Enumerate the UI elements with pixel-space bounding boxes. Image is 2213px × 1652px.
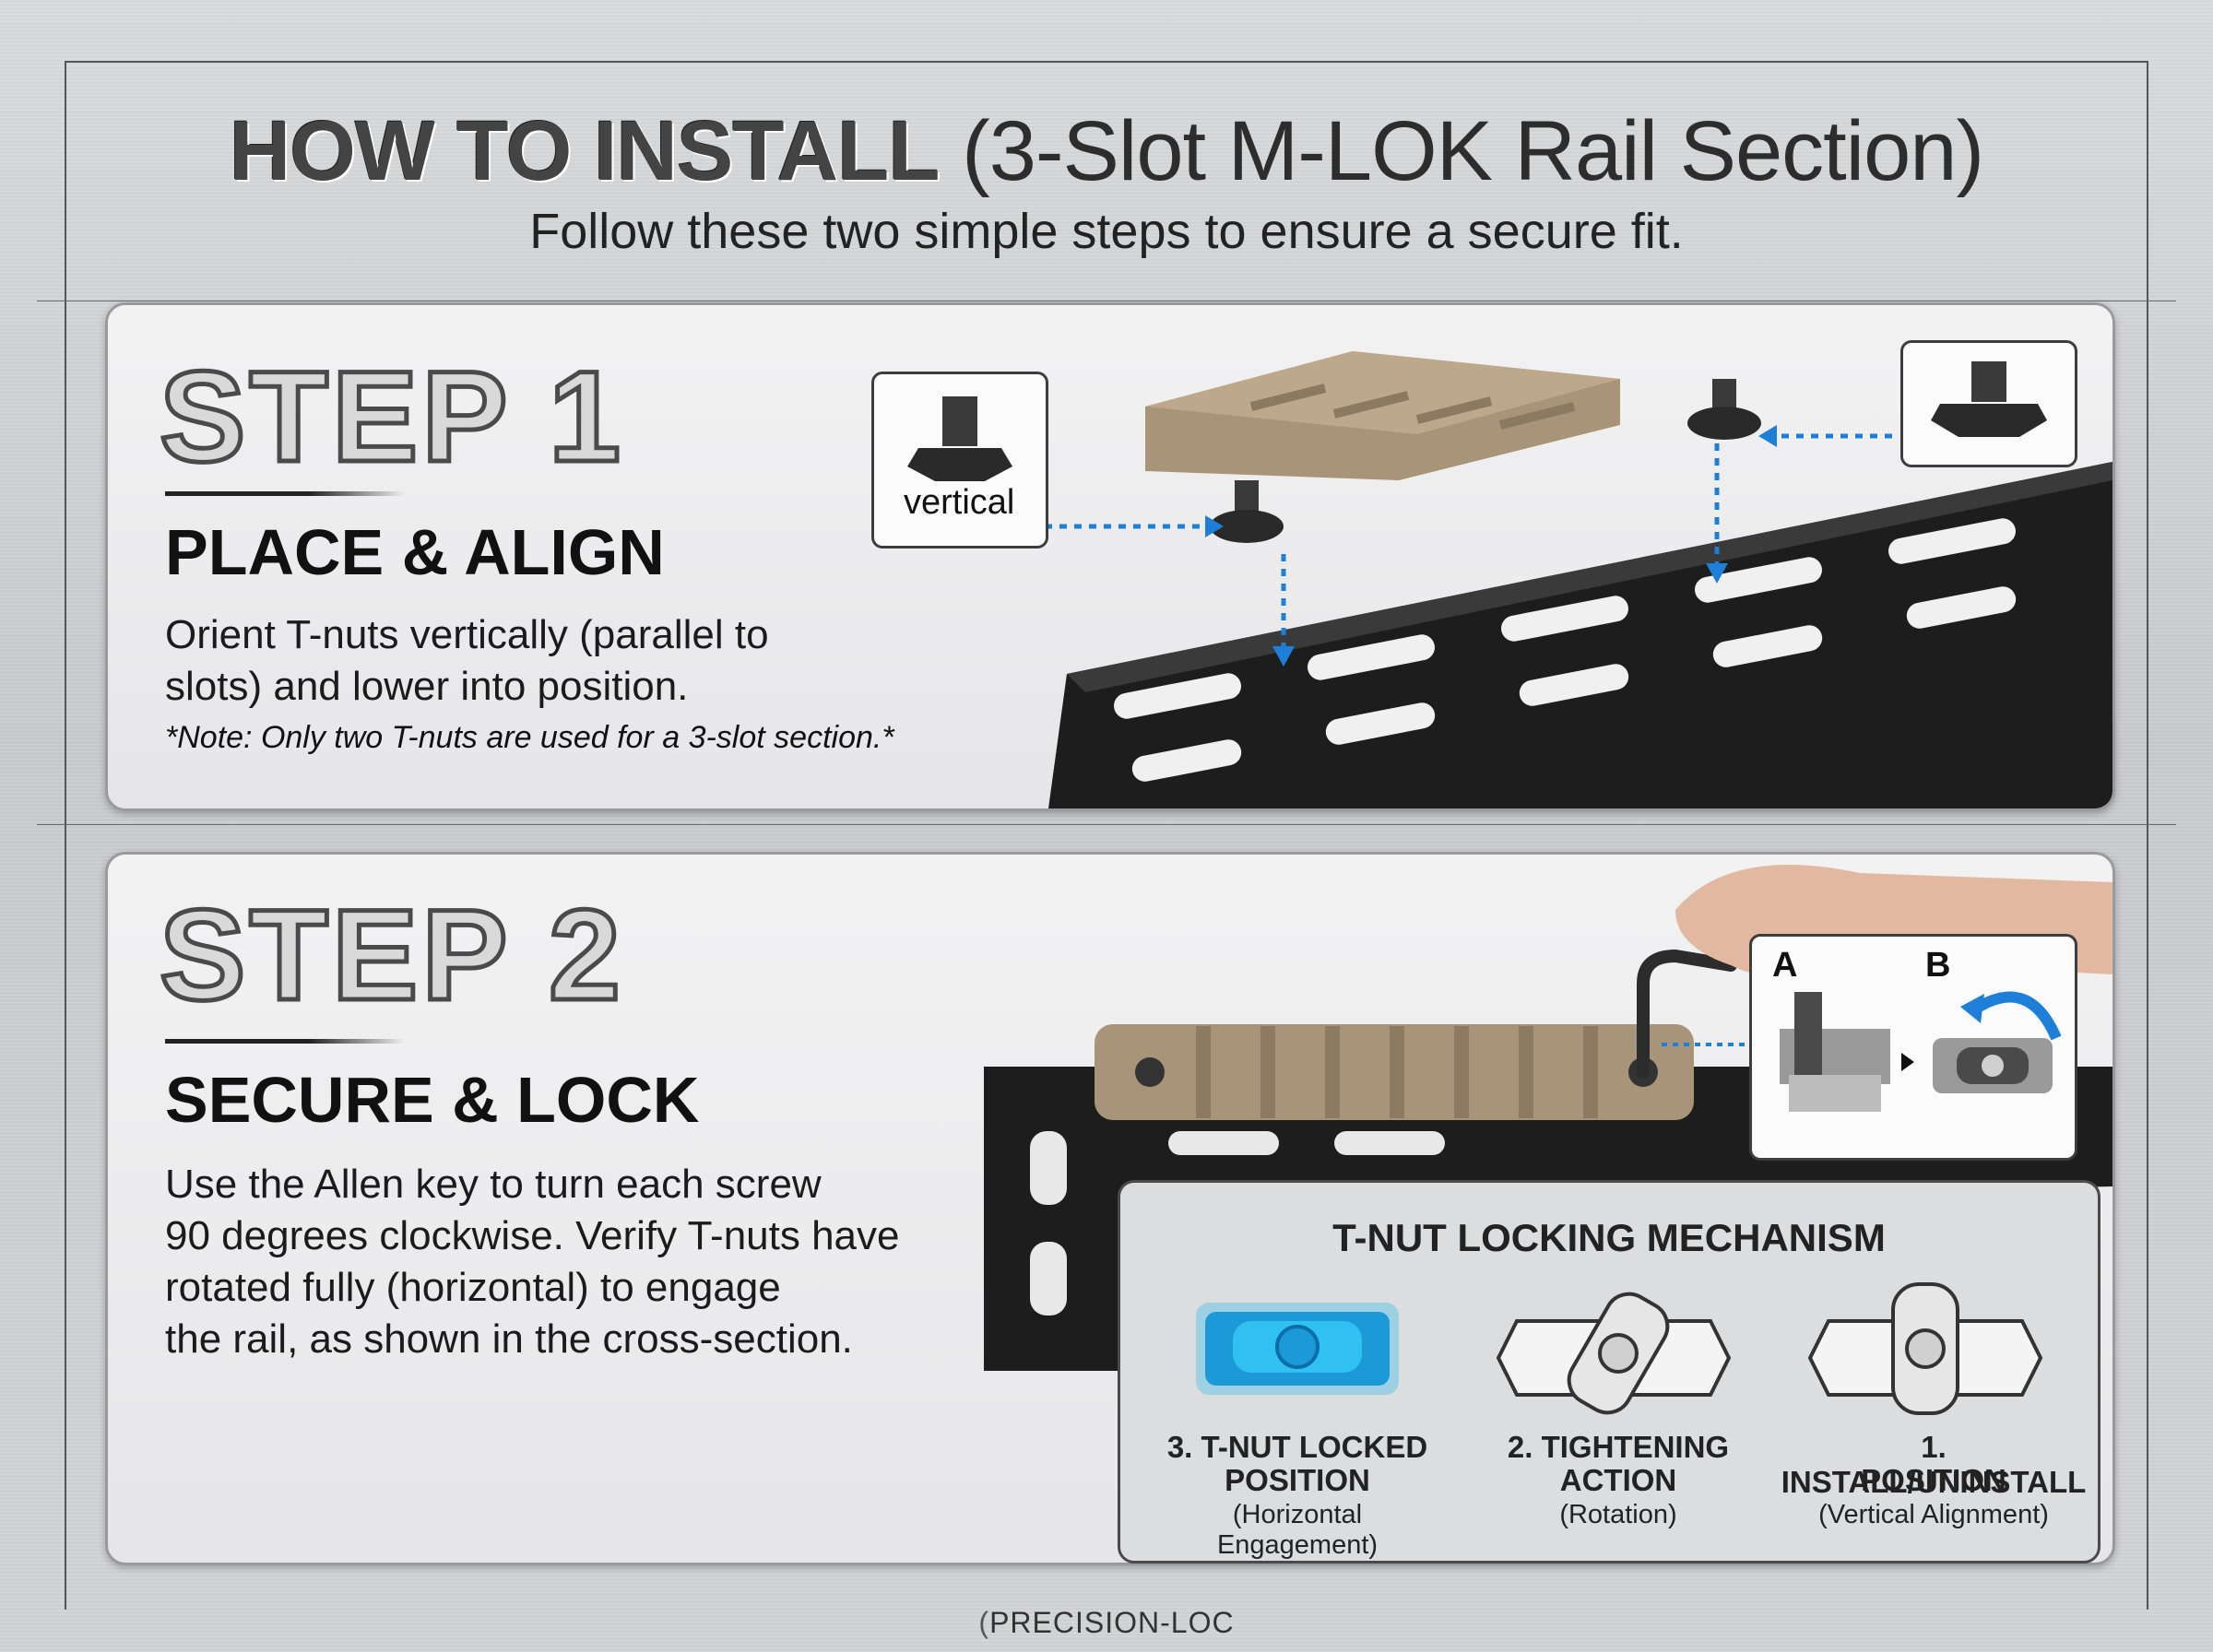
step1-note: *Note: Only two T-nuts are used for a 3-… xyxy=(165,720,894,755)
mlok-slot xyxy=(1030,1242,1067,1316)
inset-label-a: A xyxy=(1772,946,1798,985)
locked-position-diagram xyxy=(1196,1303,1399,1395)
screw-head xyxy=(1135,1057,1165,1087)
horizontal-tnut-callout xyxy=(1900,340,2077,467)
arrowhead xyxy=(1272,646,1295,667)
mlok-slot xyxy=(1308,634,1435,680)
step2-body-line4: the rail, as shown in the cross-section. xyxy=(165,1316,853,1362)
mlok-slot xyxy=(1695,557,1822,603)
tnut-icon xyxy=(1687,379,1761,440)
tnut-icon xyxy=(1210,480,1284,543)
install-label-line1: 1. INSTALL/UNINSTALL xyxy=(1781,1430,2087,1499)
tightening-label-line2: ACTION xyxy=(1559,1463,1677,1497)
frame-line xyxy=(2147,61,2148,1610)
brand-name: PRECISION-LOC xyxy=(989,1606,1235,1639)
handguard-top-edge xyxy=(1067,462,2112,692)
arrowhead xyxy=(1706,563,1728,584)
mlok-slot xyxy=(1888,518,2016,564)
mlok-slot xyxy=(1519,664,1629,706)
step1-rail-illustration xyxy=(1045,351,2112,808)
page-subtitle: Follow these two simple steps to ensure … xyxy=(529,204,1684,259)
install-label-line2: POSITION xyxy=(1861,1463,2006,1497)
tnut-horizontal-icon xyxy=(1933,1038,2053,1093)
tan-rail-section xyxy=(1145,351,1620,480)
arrowhead xyxy=(1758,425,1777,447)
tnut-vertical-icon xyxy=(1780,992,1890,1112)
frame-line xyxy=(65,61,2148,63)
mlok-slot xyxy=(1114,673,1241,719)
frame-line xyxy=(37,824,2176,825)
tightening-sub: (Rotation) xyxy=(1559,1500,1677,1529)
locked-sub: (Horizontal Engagement) xyxy=(1216,1500,1379,1560)
rotation-inset: A B xyxy=(1749,934,2077,1161)
step2-heading: SECURE & LOCK xyxy=(165,1064,700,1136)
brand-footer: (PRECISION-LOC xyxy=(0,1606,2213,1640)
arrowhead xyxy=(1960,994,1984,1023)
mlok-slots xyxy=(1114,518,2017,782)
title-bold: HOW TO INSTALL xyxy=(229,104,941,198)
vertical-label: vertical xyxy=(904,483,1015,522)
tightening-diagram xyxy=(1496,1292,1732,1415)
arrowhead xyxy=(1205,515,1224,537)
frame-line xyxy=(65,61,66,1610)
mlok-slot xyxy=(1334,1131,1445,1155)
tnut-mechanism-box: T-NUT LOCKING MECHANISM 3. T-NUT LOCKED … xyxy=(1118,1180,2101,1564)
tan-rail-section xyxy=(1095,1024,1694,1120)
step1-body-line2: slots) and lower into position. xyxy=(165,664,689,709)
mlok-slot xyxy=(1168,1131,1279,1155)
page-title: HOW TO INSTALL (3-Slot M-LOK Rail Sectio… xyxy=(0,103,2213,200)
title-rest: (3-Slot M-LOK Rail Section) xyxy=(962,104,1984,198)
mlok-slot xyxy=(1030,1131,1067,1205)
install-sub: (Vertical Alignment) xyxy=(1818,1500,2049,1529)
rotation-diagram xyxy=(1780,991,2062,1112)
mlok-slot xyxy=(1325,702,1436,745)
tnut-vertical-icon xyxy=(907,396,1012,481)
mlok-slot xyxy=(1906,586,2017,629)
mlok-slot xyxy=(1131,739,1242,782)
step2-divider xyxy=(165,1039,405,1044)
step2-word: STEP 2 xyxy=(158,880,624,1030)
inset-label-b: B xyxy=(1925,946,1951,985)
vertical-tnut-callout: vertical xyxy=(871,372,1048,549)
step1-body-line1: Orient T-nuts vertically (parallel to xyxy=(165,612,769,657)
brand-logo-icon: ( xyxy=(978,1606,990,1639)
mlok-slot xyxy=(1712,625,1823,667)
step2-body-line2: 90 degrees clockwise. Verify T-nuts have xyxy=(165,1213,900,1258)
step1-panel: STEP 1 PLACE & ALIGN Orient T-nuts verti… xyxy=(105,302,2115,811)
triangle-icon xyxy=(1901,1053,1914,1071)
mechanism-title: T-NUT LOCKING MECHANISM xyxy=(1332,1216,1886,1259)
step1-divider xyxy=(165,491,405,496)
install-position-diagram xyxy=(1807,1282,2043,1415)
rotate-arrow-icon xyxy=(1970,991,2062,1041)
allen-key-icon xyxy=(1637,949,1737,1079)
mechanism-diagrams xyxy=(1196,1282,2043,1415)
locked-label-line1: 3. T-NUT LOCKED xyxy=(1166,1430,1428,1464)
step2-body-line1: Use the Allen key to turn each screw xyxy=(165,1162,822,1207)
locked-label-line2: POSITION xyxy=(1225,1463,1370,1497)
step1-word: STEP 1 xyxy=(158,342,624,491)
handguard-rail xyxy=(1048,462,2112,808)
tnut-horizontal-icon xyxy=(1931,361,2047,437)
step1-heading: PLACE & ALIGN xyxy=(165,516,665,588)
mlok-slot xyxy=(1501,596,1628,642)
tightening-label-line1: 2. TIGHTENING xyxy=(1507,1430,1730,1464)
step2-body-line3: rotated fully (horizontal) to engage xyxy=(165,1265,781,1310)
